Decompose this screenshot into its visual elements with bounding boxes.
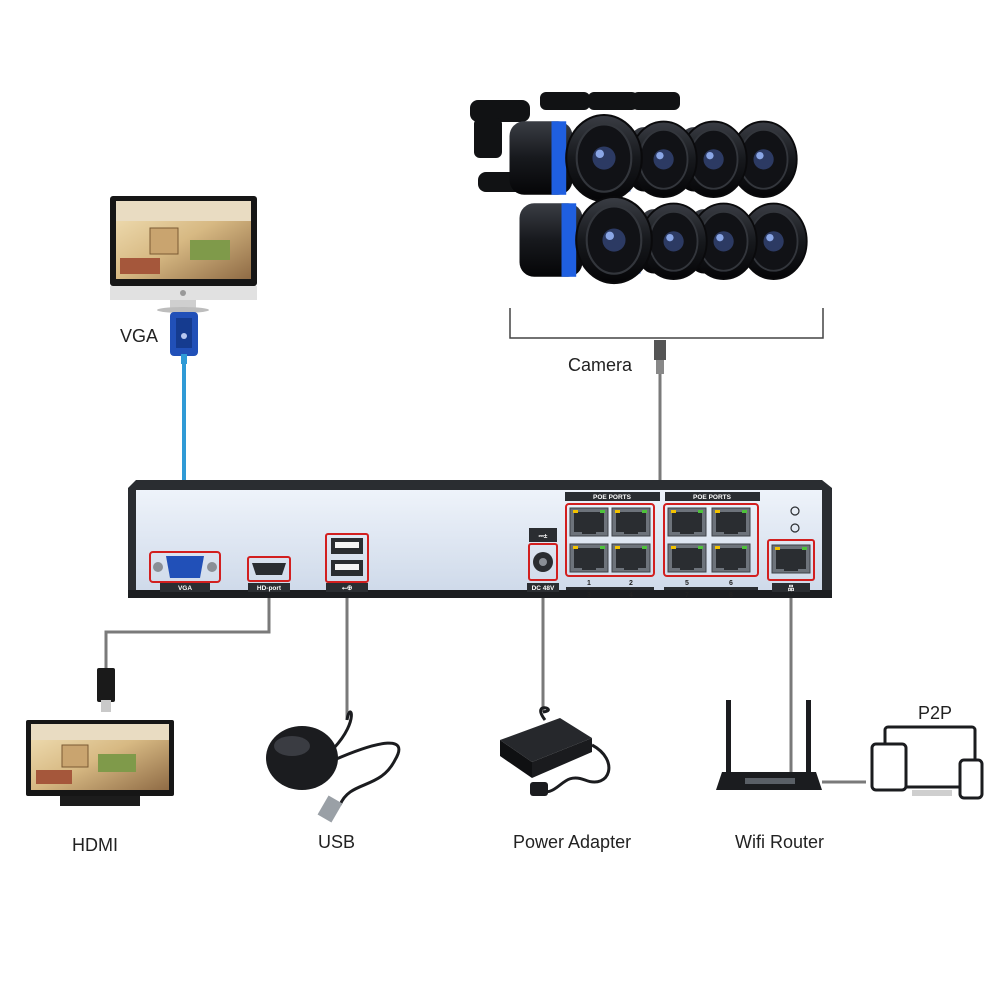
poe-port-number-6: 6 (729, 580, 733, 587)
nvr-lan-port[interactable]: 品 (767, 506, 815, 592)
svg-text:⎓±: ⎓± (539, 533, 548, 540)
poe-port-number-7: 7 (685, 592, 689, 599)
power-adapter-icon (500, 706, 611, 796)
poe-ports-label-right: POE PORTS (693, 494, 732, 501)
hdmi-port-label: HD-port (257, 585, 282, 592)
power-adapter-label: Power Adapter (513, 832, 632, 852)
poe-port-number-3: 3 (587, 592, 591, 599)
nvr-hdmi-port[interactable]: HD-port (247, 556, 291, 592)
p2p-label: P2P (918, 703, 953, 723)
router-icon (716, 700, 822, 790)
poe-port-number-2: 2 (629, 580, 633, 587)
poe-port-number-4: 4 (629, 592, 633, 599)
nvr-usb-port[interactable]: ⭠⊕ (325, 533, 369, 592)
nvr-vga-port[interactable]: VGA (149, 551, 221, 592)
vga-plug-icon (170, 312, 198, 364)
vga-port-label: VGA (178, 585, 192, 592)
wifi-router-label: Wifi Router (735, 832, 825, 852)
camera-rj45-connector (654, 340, 666, 374)
dc-port-label: DC 48V (532, 585, 555, 592)
nvr-poe-ports[interactable]: POE PORTS POE PORTS 1 2 5 6 3 4 7 8 (565, 492, 760, 599)
devices-icon (870, 725, 984, 800)
hdmi-plug-icon (97, 668, 115, 712)
usb-label: USB (318, 832, 356, 852)
poe-ports-label-left: POE PORTS (593, 494, 632, 501)
camera-bracket (509, 308, 824, 339)
camera-label: Camera (568, 355, 633, 375)
cameras-group (470, 92, 808, 285)
nvr-dc-port[interactable]: ⎓± DC 48V (527, 528, 559, 592)
svg-text:品: 品 (788, 583, 795, 592)
hdmi-label: HDMI (72, 835, 118, 855)
vga-label: VGA (120, 326, 159, 346)
hdmi-cable (104, 598, 271, 670)
nvr-box (128, 480, 832, 598)
poe-port-number-8: 8 (729, 592, 733, 599)
mouse-icon (266, 710, 401, 823)
poe-port-number-1: 1 (587, 580, 591, 587)
poe-port-number-5: 5 (685, 580, 689, 587)
vga-monitor (110, 196, 257, 313)
hdmi-monitor (26, 720, 174, 806)
usb-port-label: ⭠⊕ (342, 585, 352, 592)
